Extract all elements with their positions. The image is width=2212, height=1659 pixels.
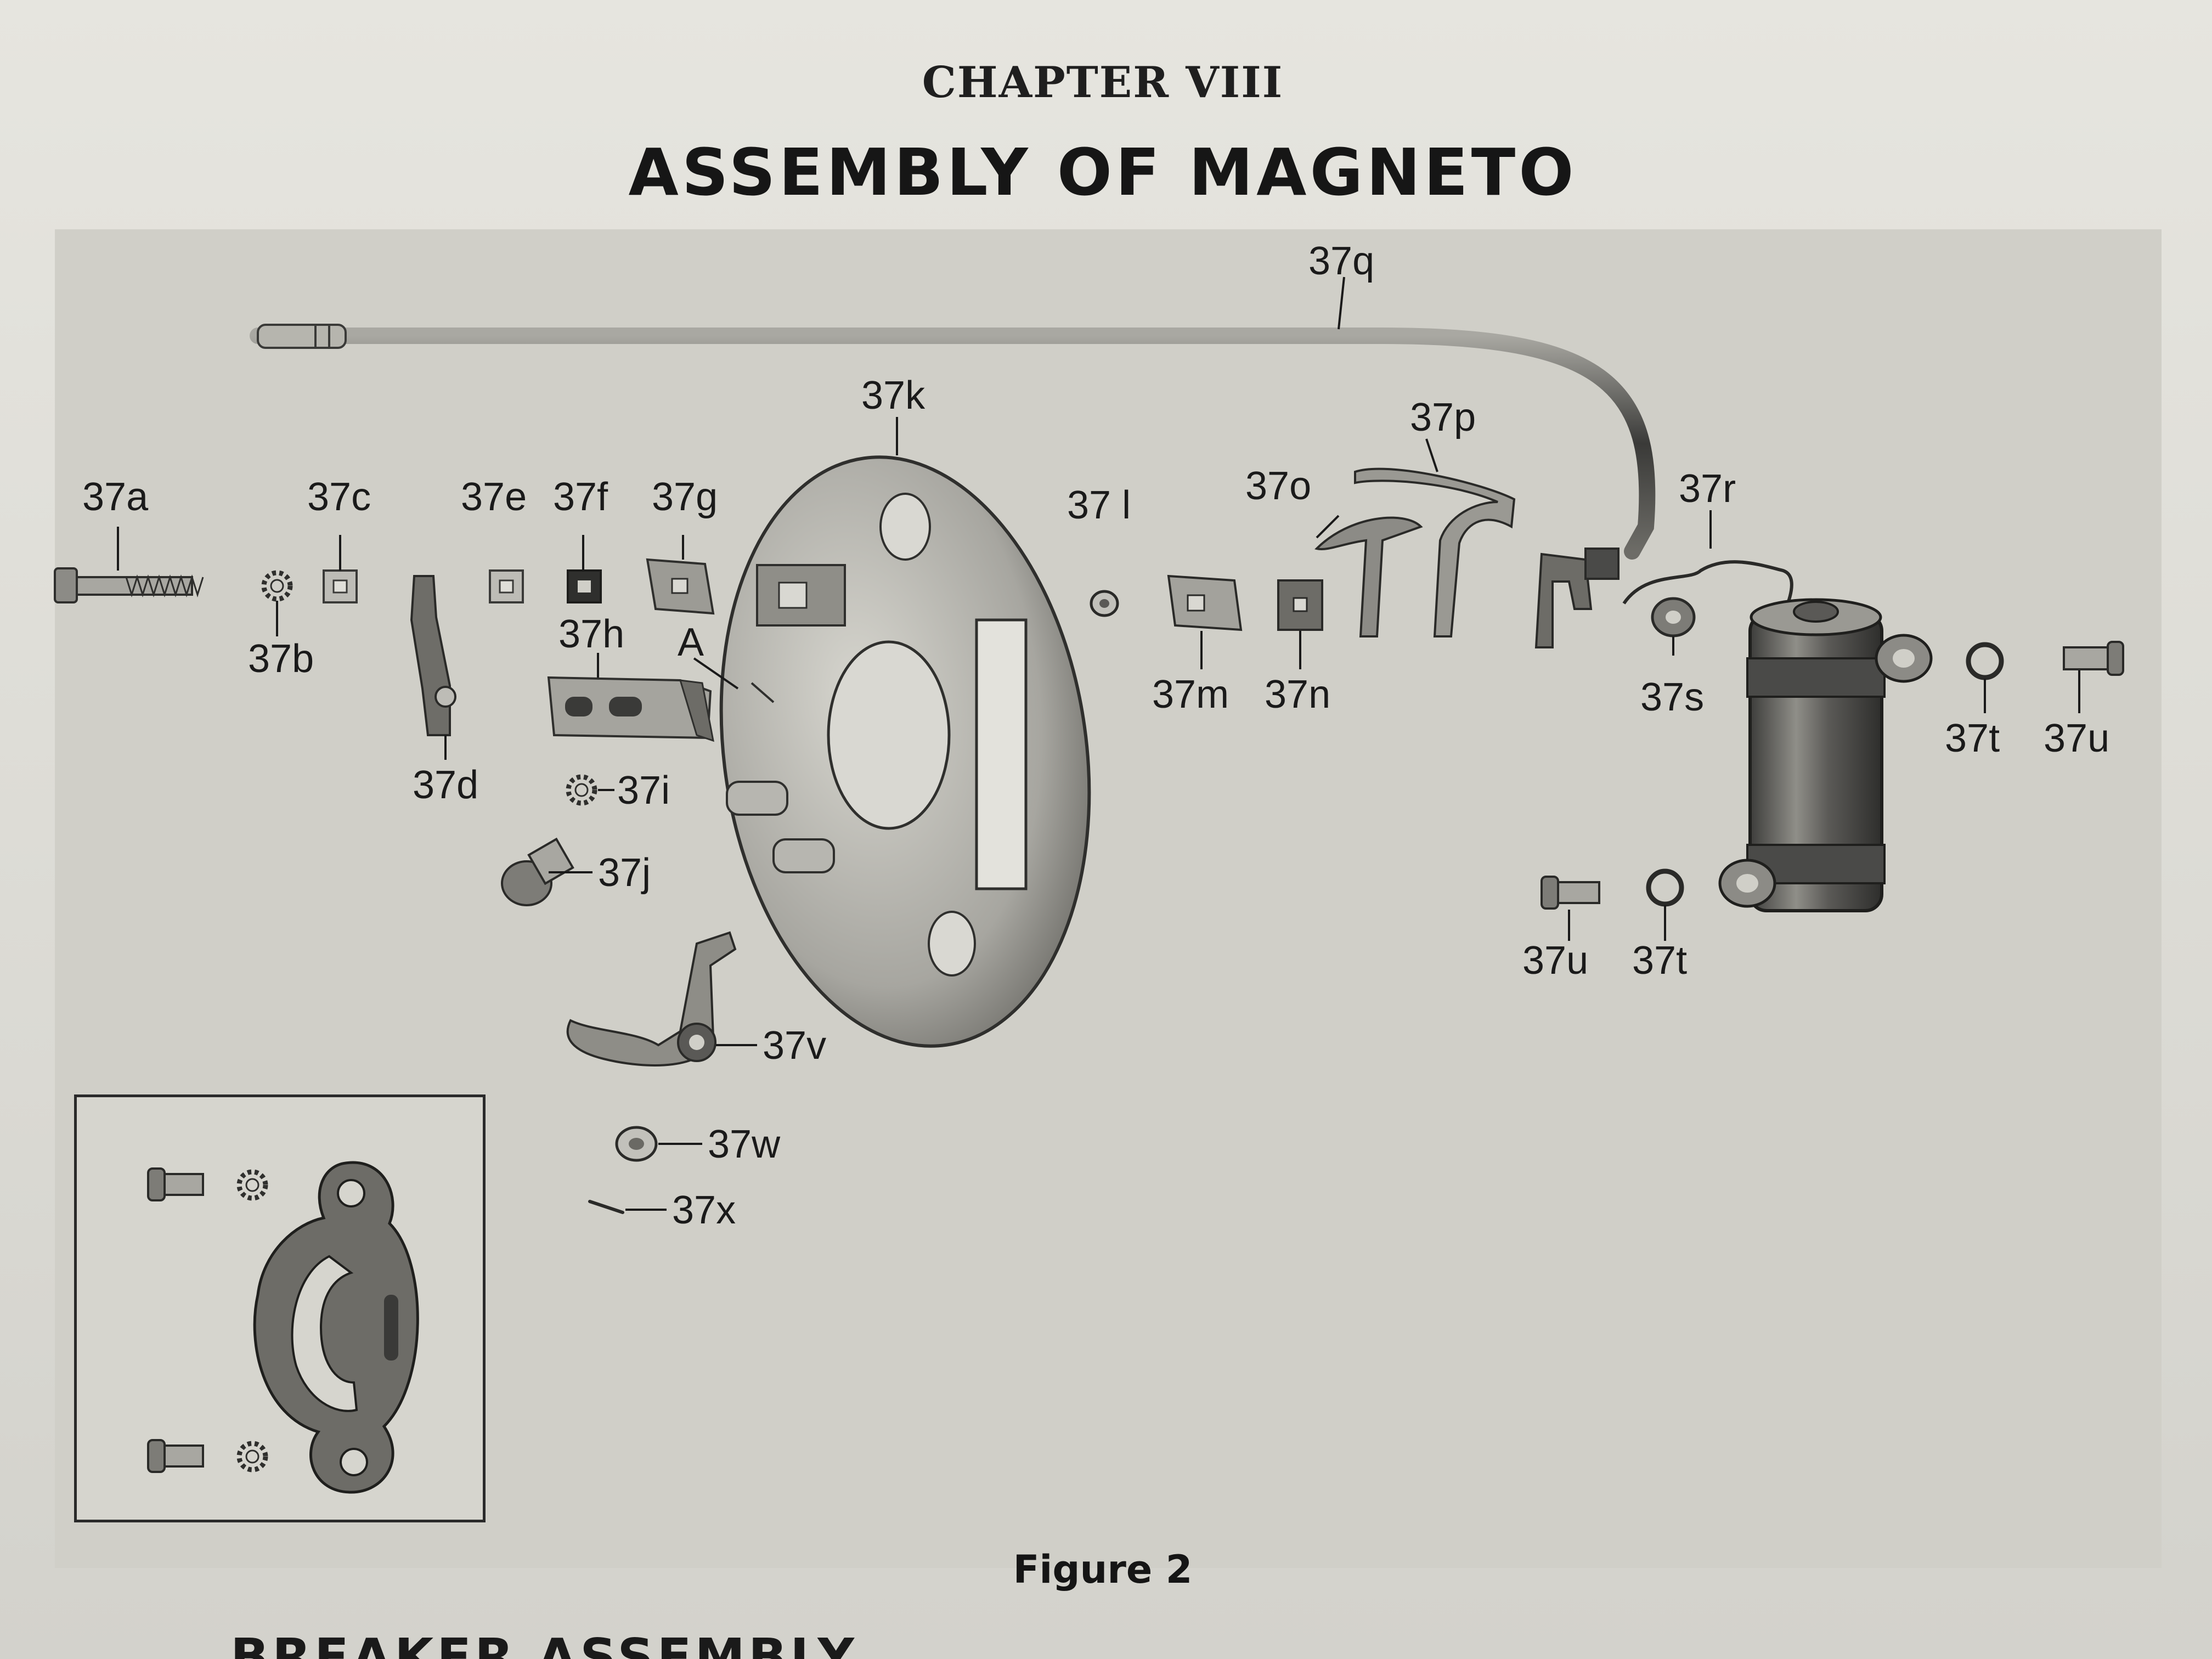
label-37h: 37h <box>558 612 624 656</box>
next-section-heading: BREAKER ASSEMBLY <box>230 1632 889 1659</box>
part-37p-spring <box>1354 467 1516 637</box>
label-37g: 37g <box>652 475 718 519</box>
label-37k: 37k <box>861 374 926 417</box>
part-37n-insulator <box>1277 579 1323 631</box>
label-37r: 37r <box>1679 467 1736 511</box>
part-37m-insulator <box>1167 574 1243 631</box>
label-37j: 37j <box>598 851 651 895</box>
part-37f-nut <box>567 569 602 603</box>
label-37s: 37s <box>1640 675 1704 719</box>
part-37k-breaker-plate <box>719 455 1091 1048</box>
label-37w: 37w <box>708 1122 781 1166</box>
part-37e-nut <box>489 569 524 603</box>
label-37c: 37c <box>307 475 371 519</box>
part-37u-screw-left <box>1541 876 1600 910</box>
label-37p: 37p <box>1410 396 1476 439</box>
label-37d: 37d <box>413 763 478 807</box>
page-title: ASSEMBLY OF MAGNETO <box>628 134 1577 210</box>
inset-bracket <box>253 1161 419 1494</box>
part-37s-nut <box>1651 597 1696 637</box>
label-37l: 37 l <box>1067 483 1131 527</box>
inset-lockwasher-top <box>236 1169 268 1201</box>
part-37i-lockwasher <box>566 774 597 806</box>
label-37t-left: 37t <box>1632 939 1687 983</box>
inset-detail-box <box>74 1094 486 1522</box>
leader-lines <box>117 276 2080 1211</box>
inset-lockwasher-bottom <box>236 1441 268 1472</box>
part-37h-lever <box>547 676 714 742</box>
label-37u-right: 37u <box>2044 716 2109 760</box>
label-37i: 37i <box>617 769 670 812</box>
part-37d-bracket <box>410 575 456 736</box>
label-37v: 37v <box>763 1024 826 1068</box>
label-37a: 37a <box>82 475 149 519</box>
label-A: A <box>678 620 704 664</box>
part-37t-ring-left <box>1646 868 1684 907</box>
part-37r-condenser <box>1622 560 1933 912</box>
part-37b-lockwasher <box>261 570 293 602</box>
part-37u-screw-right <box>2063 641 2124 676</box>
label-37e: 37e <box>461 475 527 519</box>
part-37o-spring <box>1314 516 1423 637</box>
part-37x-pin <box>588 1200 624 1214</box>
figure-caption: Figure 2 <box>1013 1547 1193 1592</box>
part-37t-ring-right <box>1966 642 2004 680</box>
part-37w-washer <box>615 1126 658 1162</box>
label-37o: 37o <box>1245 464 1311 508</box>
label-37t-right: 37t <box>1945 716 2000 760</box>
part-37l-washer <box>1090 590 1119 617</box>
part-37q-rod <box>250 324 1656 560</box>
label-37u-left: 37u <box>1522 939 1588 983</box>
callout-labels: 37a 37b 37c 37d 37e 37f 37g 37h A 37i 37… <box>82 239 2109 1232</box>
chapter-heading: CHAPTER VIII <box>922 58 1284 108</box>
inset-screw-top <box>147 1167 204 1201</box>
part-37g-clip <box>646 558 715 615</box>
inset-screw-bottom <box>147 1439 204 1473</box>
label-37x: 37x <box>672 1188 736 1232</box>
inset-bracket-diagram <box>147 1161 419 1494</box>
part-37c-nut <box>323 569 358 603</box>
part-37q-rod-terminal <box>1534 548 1620 648</box>
label-37q: 37q <box>1308 239 1374 283</box>
label-37b: 37b <box>248 637 314 681</box>
part-37v-breaker-arm <box>566 931 737 1066</box>
part-37a-bolt <box>54 567 204 603</box>
part-37j-screw <box>501 837 574 906</box>
label-37n: 37n <box>1265 673 1330 716</box>
label-37f: 37f <box>553 475 608 519</box>
label-37m: 37m <box>1152 673 1229 716</box>
